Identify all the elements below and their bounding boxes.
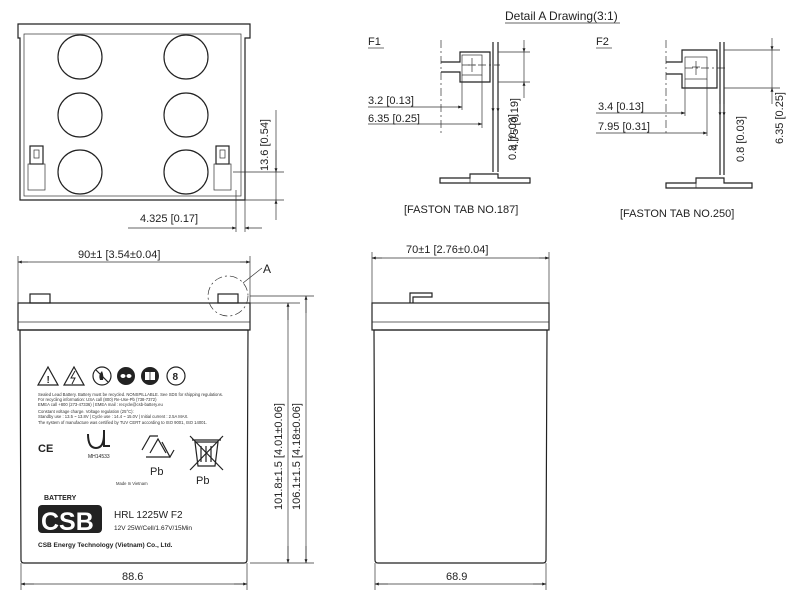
dim-front-width-case: 88.6: [122, 571, 143, 583]
crossed-bin-icon: [189, 435, 224, 471]
top-view-inner-rim: [23, 33, 242, 197]
csb-logo-icon: BATTERY CSB: [38, 495, 102, 536]
dim-terminal-offset: 4.325 [0.17]: [140, 213, 198, 225]
ul-code: MH14533: [88, 454, 110, 460]
brand-word: BATTERY: [44, 495, 77, 502]
side-view: 70±1 [2.76±0.04] 68.9: [371, 244, 550, 590]
terminal-left: [29, 293, 51, 304]
side-case: [373, 329, 548, 564]
dim-terminal-height: 13.6 [0.54]: [259, 119, 271, 171]
f2-caption: [FASTON TAB NO.250]: [620, 208, 734, 220]
callout-label: A: [263, 262, 271, 276]
recycle-8-icon: 8: [166, 366, 186, 386]
label-warning-line-4: Constant voltage charge. Voltage regulat…: [38, 409, 134, 414]
f1-dim-b: 6.35 [0.25]: [368, 113, 420, 125]
f2-dim-a: 3.4 [0.13]: [598, 101, 644, 113]
top-view-outline: [17, 23, 251, 201]
dim-side-depth-overall: 70±1 [2.76±0.04]: [406, 244, 488, 256]
callout-circle: [207, 275, 249, 317]
f2-dim-b: 7.95 [0.31]: [598, 121, 650, 133]
pb-recycle-text: Pb: [150, 466, 163, 478]
detail-a: Detail A Drawing(3:1) F1 4.75 [0.19]: [368, 9, 786, 220]
battery-label: ! 8: [36, 365, 224, 549]
front-case: [19, 329, 249, 564]
f1-dim-a: 3.2 [0.13]: [368, 95, 414, 107]
detail-title: Detail A Drawing(3:1): [505, 9, 618, 23]
label-warning-line-5: Standby use : 13.5 ~ 13.8V | Cycle use :…: [38, 414, 188, 419]
svg-text:8: 8: [173, 372, 179, 383]
side-lid: [371, 302, 550, 331]
company-text: CSB Energy Technology (Vietnam) Co., Ltd…: [38, 542, 173, 549]
eye-protection-icon: [117, 367, 135, 385]
top-view: 13.6 [0.54] 4.325 [0.17]: [17, 23, 284, 232]
read-manual-icon: [141, 367, 159, 385]
model-text: HRL 1225W F2: [114, 510, 183, 521]
f1-dim-thickness: 0.8 [0.03]: [507, 114, 519, 160]
top-view-terminal-left: [27, 145, 46, 191]
front-view: 90±1 [3.54±0.04] A 101.8±1.5 [4.01±0.06]…: [17, 249, 314, 590]
f1-label: F1: [368, 36, 381, 48]
detail-f1: F1 4.75 [0.19] 3.2 [0.13] 6.35 [0.25]: [368, 36, 531, 216]
label-warning-line-3: EMEA call +800 (273-47336) | EMEA mail :…: [38, 402, 163, 407]
dim-front-width-overall: 90±1 [3.54±0.04]: [78, 249, 160, 261]
dim-side-depth-case: 68.9: [446, 571, 467, 583]
dim-front-height-case: 101.8±1.5 [4.01±0.06]: [273, 403, 285, 510]
no-flame-icon: [92, 366, 112, 386]
front-lid: [17, 302, 251, 331]
top-view-vent-caps: [57, 34, 209, 195]
warning-triangle-icon: !: [36, 365, 60, 386]
dim-front-height-overall: 106.1±1.5 [4.18±0.06]: [291, 403, 303, 510]
f1-caption: [FASTON TAB NO.187]: [404, 204, 518, 216]
pb-bin-text: Pb: [196, 475, 209, 487]
spec-text: 12V 25W/Cell/1.67V/15Min: [114, 525, 192, 532]
f2-dim-thickness: 0.8 [0.03]: [735, 116, 747, 162]
electric-shock-icon: [62, 365, 86, 386]
f2-dim-height: 6.35 [0.25]: [774, 92, 786, 144]
top-view-terminal-right: [213, 145, 232, 191]
detail-f2: F2 6.35 [0.25] 3.4 [0.13] 7.95 [0.31]: [596, 36, 786, 220]
f1-dim-height: 4.75 [0.19]: [509, 98, 521, 150]
made-in-text: Made In Vietnam: [116, 481, 148, 486]
recycle-icon: [141, 435, 175, 459]
ce-mark: CE: [38, 443, 53, 455]
label-warning-line-2: For recycling information: USA call (800…: [38, 397, 157, 402]
svg-text:CSB: CSB: [41, 508, 94, 536]
side-terminal: [409, 292, 433, 303]
label-warning-line-6: The system of manufacture was certified …: [38, 420, 207, 425]
f2-label: F2: [596, 36, 609, 48]
svg-text:!: !: [47, 375, 50, 386]
label-warning-line-1: Sealed Lead Battery. Battery must be rec…: [38, 392, 223, 397]
terminal-right: [217, 293, 239, 304]
ul-recognized-icon: [87, 430, 110, 450]
